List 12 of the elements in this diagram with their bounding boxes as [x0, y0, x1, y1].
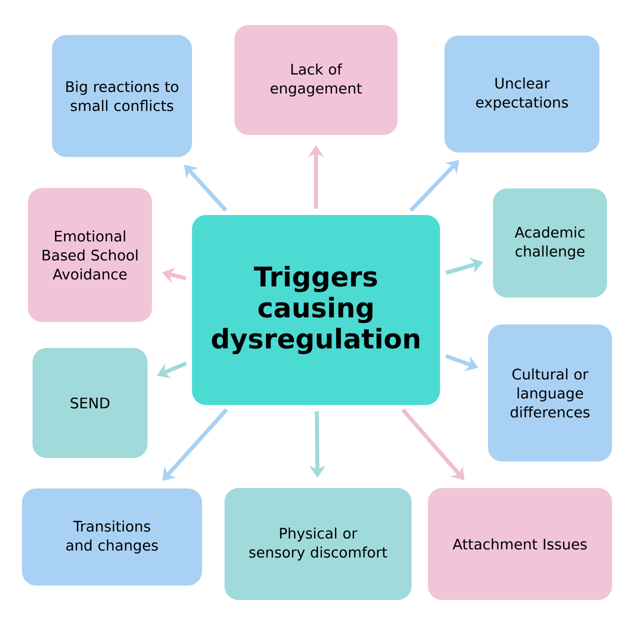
topic-box: Cultural or language differences [488, 324, 612, 462]
topic-box: SEND [32, 348, 148, 458]
topic-box: Transitions and changes [22, 488, 202, 586]
topic-box: Academic challenge [493, 188, 607, 298]
arrow [184, 164, 228, 212]
topic-box: Physical or sensory discomfort [224, 488, 412, 600]
topic-box: Attachment Issues [428, 488, 612, 600]
topic-box: Big reactions to small conflicts [52, 35, 192, 157]
title-box: Triggers causing dysregulation [192, 215, 440, 405]
topic-box: Unclear expectations [444, 36, 600, 152]
topic-box: Lack of engagement [234, 25, 398, 135]
topic-box: Emotional Based School Avoidance [28, 188, 152, 322]
